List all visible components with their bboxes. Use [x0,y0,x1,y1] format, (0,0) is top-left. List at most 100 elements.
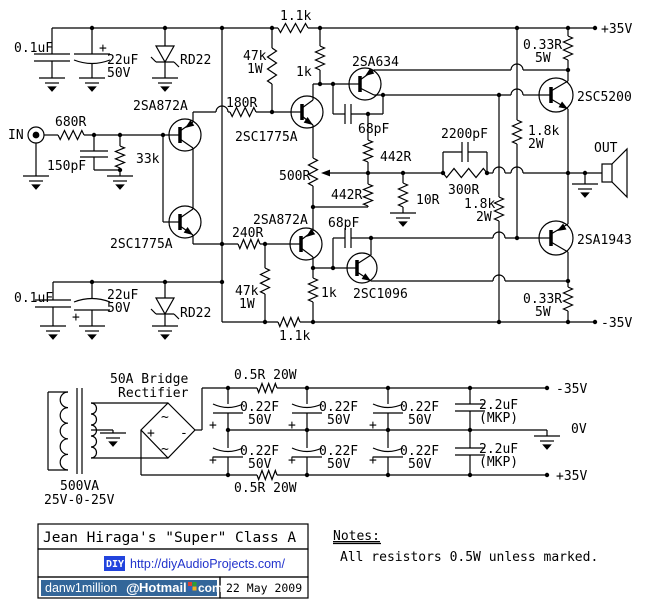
label-resistor: 1.8k [464,197,495,212]
ground-icon [100,432,126,447]
resistor-0.33R-top [562,28,574,70]
label-resistor: 0.33R [523,292,562,307]
label-rail: 0V [571,422,587,437]
pot-wiper-arrow [321,169,330,177]
psu-cap-column-1 [212,388,244,475]
label-voltage: 50V [107,66,131,81]
notes-heading: Notes: [333,529,380,544]
label-input: IN [8,128,24,143]
label-voltage: 50V [248,457,272,472]
email-host: Hotmail [139,580,187,595]
resistor-10R [397,173,409,213]
label-cap: 2.2uF [479,398,518,413]
notes-body: All resistors 0.5W unless marked. [340,550,598,565]
label-wattage: 2W [528,137,544,152]
label-resistor: 10R [416,193,440,208]
emitter-arrow [303,117,313,125]
grounds [23,77,598,450]
email-at: @ [126,580,140,596]
psu-cap-column-2 [291,388,323,475]
ground-icon [79,77,105,92]
junction-dots [89,25,598,478]
label-cap: 0.1uF [14,291,53,306]
emitter-arrow [306,228,316,237]
arrows [183,67,568,281]
emitter-arrow [557,223,567,231]
emitter-arrow [365,67,375,76]
label-resistor: 300R [448,183,479,198]
bias-bus [324,166,568,179]
label-transistor: 2SA1943 [577,233,632,248]
label-voltage: 50V [107,301,131,316]
label-polarity: - [180,426,188,441]
label-cap-type: (MKP) [479,411,518,426]
label-cap: 0.22F [319,444,358,459]
label-transistor: 2SA872A [253,213,308,228]
input-network [27,126,169,223]
label-transistor: 2SA634 [352,55,399,70]
label-resistor: 680R [55,115,86,130]
label-voltage: 50V [248,413,272,428]
label-cap-type: (MKP) [479,455,518,470]
label-rail: +35V [556,469,587,484]
label-voltage: 50V [408,457,432,472]
ground-icon [572,183,598,198]
cap-22uF-bottom [73,282,111,326]
label-wattage: 1W [247,62,263,77]
label-cap: 68pF [328,216,359,231]
ground-icon [390,212,416,227]
label-wattage: 5W [535,305,551,320]
pot-500R [307,157,319,207]
label-polarity: + [209,453,217,468]
label-resistor: 1k [321,286,337,301]
label-cap: 22uF [107,288,138,303]
label-cap: 2.2uF [479,442,518,457]
email-tld: com [198,581,223,595]
transistor-2sa872a-upper [168,112,202,152]
email-badge-bg [41,580,217,596]
zener-rd22-top [150,28,180,78]
label-resistor: 0.33R [523,38,562,53]
emitter-arrow [185,120,195,128]
label-rail: -35V [601,316,632,331]
resistor-442R-bottom [361,173,375,207]
ground-icon [152,77,178,92]
diy-badge [104,556,125,571]
zener-rd22-bottom [150,282,180,326]
cap-68pF-top [332,84,384,124]
label-polarity: + [288,418,296,433]
label-transistor: 2SA872A [133,99,188,114]
ground-icon [40,325,66,340]
project-url-link[interactable]: http://diyAudioProjects.com/ [130,557,285,571]
label-cap: 0.22F [400,444,439,459]
date: 22 May 2009 [226,581,302,595]
resistor-1k-bottom [307,268,319,322]
label-voltage: 50V [408,413,432,428]
label-polarity: + [72,310,80,325]
ground-icon [23,175,49,190]
label-resistor: 1k [296,65,312,80]
label-polarity: + [209,418,217,433]
diy-badge-label: DIY [106,559,124,570]
transistor-2sc1096 [346,238,378,284]
label-voltage: 50V [327,457,351,472]
label-zener: RD22 [180,53,211,68]
emitter-arrow [183,227,193,235]
cap-0.1uF-top [34,28,70,78]
psu-labels: 50A Bridge Rectifier 0.5R 20W 0.5R 20W 5… [44,368,587,508]
schematic-title: Jean Hiraga's "Super" Class A [43,530,296,546]
email-badge[interactable]: danw1million @ Hotmail com [41,580,223,596]
label-resistor: 47k [243,49,267,64]
transistor-2sa1943 [538,173,574,281]
label-wattage: 5W [535,51,551,66]
label-ac: ~ [161,410,169,425]
label-wattage: 1W [239,297,255,312]
label-rail: +35V [601,22,632,37]
resistor-1.8k-top [511,28,523,238]
label-cap: 2200pF [441,127,488,142]
label-resistor: 0.5R 20W [234,368,297,383]
cap-22uF-top [73,28,111,78]
notes-section: Notes: All resistors 0.5W unless marked. [333,529,598,565]
label-bridge: 50A Bridge [110,372,188,387]
